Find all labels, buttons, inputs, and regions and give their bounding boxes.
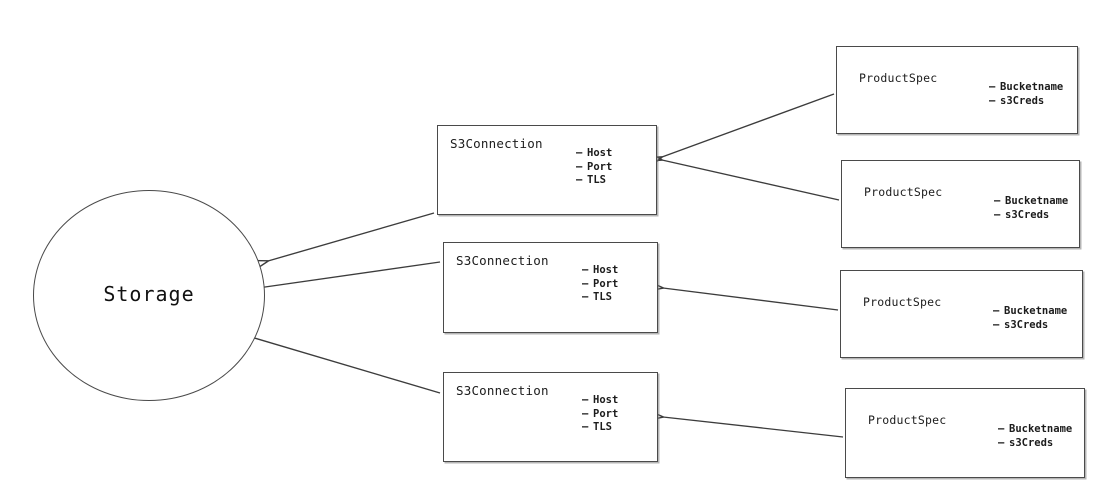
attr-row: –s3Creds — [994, 209, 1068, 223]
attr-label: Port — [587, 160, 613, 173]
storage-node-label: Storage — [103, 282, 195, 306]
dash-glyph: – — [582, 394, 589, 406]
productspec-node-2-title: ProductSpec — [864, 185, 943, 199]
attr-label: Bucketname — [1000, 81, 1064, 93]
dash-glyph: – — [998, 436, 1005, 449]
productspec-node-1[interactable]: ProductSpec –Bucketname –s3Creds — [836, 46, 1078, 134]
edge-conn1-to-storage — [268, 212, 435, 261]
edge-spec1-to-conn1 — [662, 93, 835, 157]
attr-label: s3Creds — [1004, 318, 1049, 331]
edge-conn3-to-storage — [251, 337, 441, 394]
attr-row: –TLS — [582, 421, 618, 435]
attr-row: –s3Creds — [989, 95, 1063, 109]
dash-glyph: – — [576, 147, 583, 159]
dash-glyph: – — [582, 264, 589, 276]
attr-label: Port — [593, 277, 619, 290]
attr-label: Host — [593, 394, 619, 406]
productspec-node-4-attrs: –Bucketname –s3Creds — [998, 423, 1072, 450]
productspec-node-3-attrs: –Bucketname –s3Creds — [993, 305, 1067, 332]
edge-conn2-to-storage — [258, 261, 441, 288]
s3connection-node-3-title: S3Connection — [456, 383, 549, 398]
attr-label: Host — [593, 264, 619, 276]
storage-node[interactable] — [33, 190, 265, 401]
dash-glyph: – — [582, 421, 589, 433]
attr-label: s3Creds — [1005, 208, 1050, 221]
edge-spec3-to-conn2 — [663, 288, 839, 311]
dash-glyph: – — [993, 305, 1000, 317]
dash-glyph: – — [989, 94, 996, 107]
attr-row: –Bucketname — [993, 305, 1067, 319]
attr-label: TLS — [587, 174, 606, 186]
s3connection-node-2-attrs: –Host –Port –TLS — [582, 264, 618, 305]
dash-glyph: – — [576, 174, 583, 186]
dash-glyph: – — [576, 160, 583, 173]
attr-row: –Host — [582, 394, 618, 408]
attr-label: Port — [593, 407, 619, 420]
productspec-node-3-title: ProductSpec — [863, 295, 942, 309]
productspec-node-1-attrs: –Bucketname –s3Creds — [989, 81, 1063, 108]
dash-glyph: – — [582, 277, 589, 290]
attr-row: –Port — [576, 161, 612, 175]
s3connection-node-1-title: S3Connection — [450, 136, 543, 151]
attr-row: –Bucketname — [994, 195, 1068, 209]
attr-label: s3Creds — [1009, 436, 1054, 449]
attr-row: –TLS — [582, 291, 618, 305]
attr-label: TLS — [593, 291, 612, 303]
edge-spec4-to-conn3 — [663, 417, 844, 438]
dash-glyph: – — [994, 195, 1001, 207]
dash-glyph: – — [582, 291, 589, 303]
s3connection-node-3[interactable]: S3Connection –Host –Port –TLS — [443, 372, 658, 462]
s3connection-node-1-attrs: –Host –Port –TLS — [576, 147, 612, 188]
attr-label: Bucketname — [1005, 195, 1069, 207]
s3connection-node-2[interactable]: S3Connection –Host –Port –TLS — [443, 242, 658, 333]
s3connection-node-3-attrs: –Host –Port –TLS — [582, 394, 618, 435]
attr-row: –Bucketname — [998, 423, 1072, 437]
dash-glyph: – — [993, 318, 1000, 331]
dash-glyph: – — [998, 423, 1005, 435]
productspec-node-2-attrs: –Bucketname –s3Creds — [994, 195, 1068, 222]
dash-glyph: – — [582, 407, 589, 420]
attr-label: Bucketname — [1009, 423, 1073, 435]
attr-row: –Port — [582, 408, 618, 422]
dash-glyph: – — [989, 81, 996, 93]
attr-row: –Host — [582, 264, 618, 278]
edge-spec2-to-conn1 — [662, 160, 840, 201]
attr-label: s3Creds — [1000, 94, 1045, 107]
productspec-node-1-title: ProductSpec — [859, 71, 938, 85]
s3connection-node-2-title: S3Connection — [456, 253, 549, 268]
productspec-node-4[interactable]: ProductSpec –Bucketname –s3Creds — [845, 388, 1085, 478]
productspec-node-4-title: ProductSpec — [868, 413, 947, 427]
attr-label: TLS — [593, 421, 612, 433]
dash-glyph: – — [994, 208, 1001, 221]
attr-row: –Host — [576, 147, 612, 161]
productspec-node-2[interactable]: ProductSpec –Bucketname –s3Creds — [841, 160, 1080, 248]
attr-row: –s3Creds — [998, 437, 1072, 451]
attr-row: –s3Creds — [993, 319, 1067, 333]
attr-row: –Bucketname — [989, 81, 1063, 95]
attr-label: Host — [587, 147, 613, 159]
attr-label: Bucketname — [1004, 305, 1068, 317]
attr-row: –TLS — [576, 174, 612, 188]
s3connection-node-1[interactable]: S3Connection –Host –Port –TLS — [437, 125, 657, 215]
productspec-node-3[interactable]: ProductSpec –Bucketname –s3Creds — [840, 270, 1083, 358]
attr-row: –Port — [582, 278, 618, 292]
